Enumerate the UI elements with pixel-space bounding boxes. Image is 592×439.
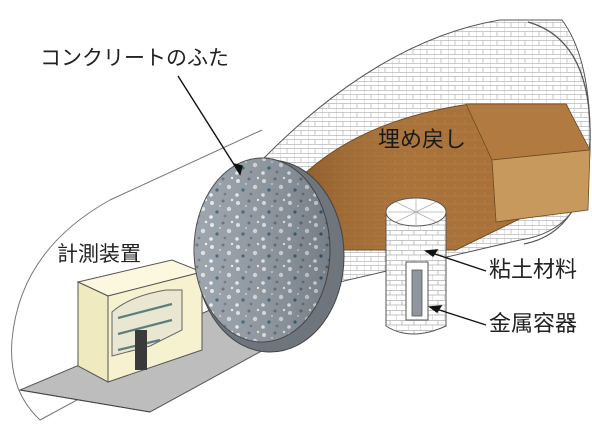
arrow-icon — [177, 75, 487, 326]
concrete-lid — [193, 157, 345, 353]
metal-container — [411, 269, 423, 317]
clay-column — [385, 197, 447, 335]
measurement-device — [76, 259, 204, 383]
label-metal-container: 金属容器 — [489, 312, 578, 337]
label-backfill: 埋め戻し — [378, 128, 467, 153]
label-clay: 粘土材料 — [489, 258, 578, 283]
label-measurement: 計測装置 — [57, 242, 141, 266]
tunnel-far-section — [261, 19, 591, 301]
label-concrete-lid: コンクリートのふた — [40, 46, 229, 70]
